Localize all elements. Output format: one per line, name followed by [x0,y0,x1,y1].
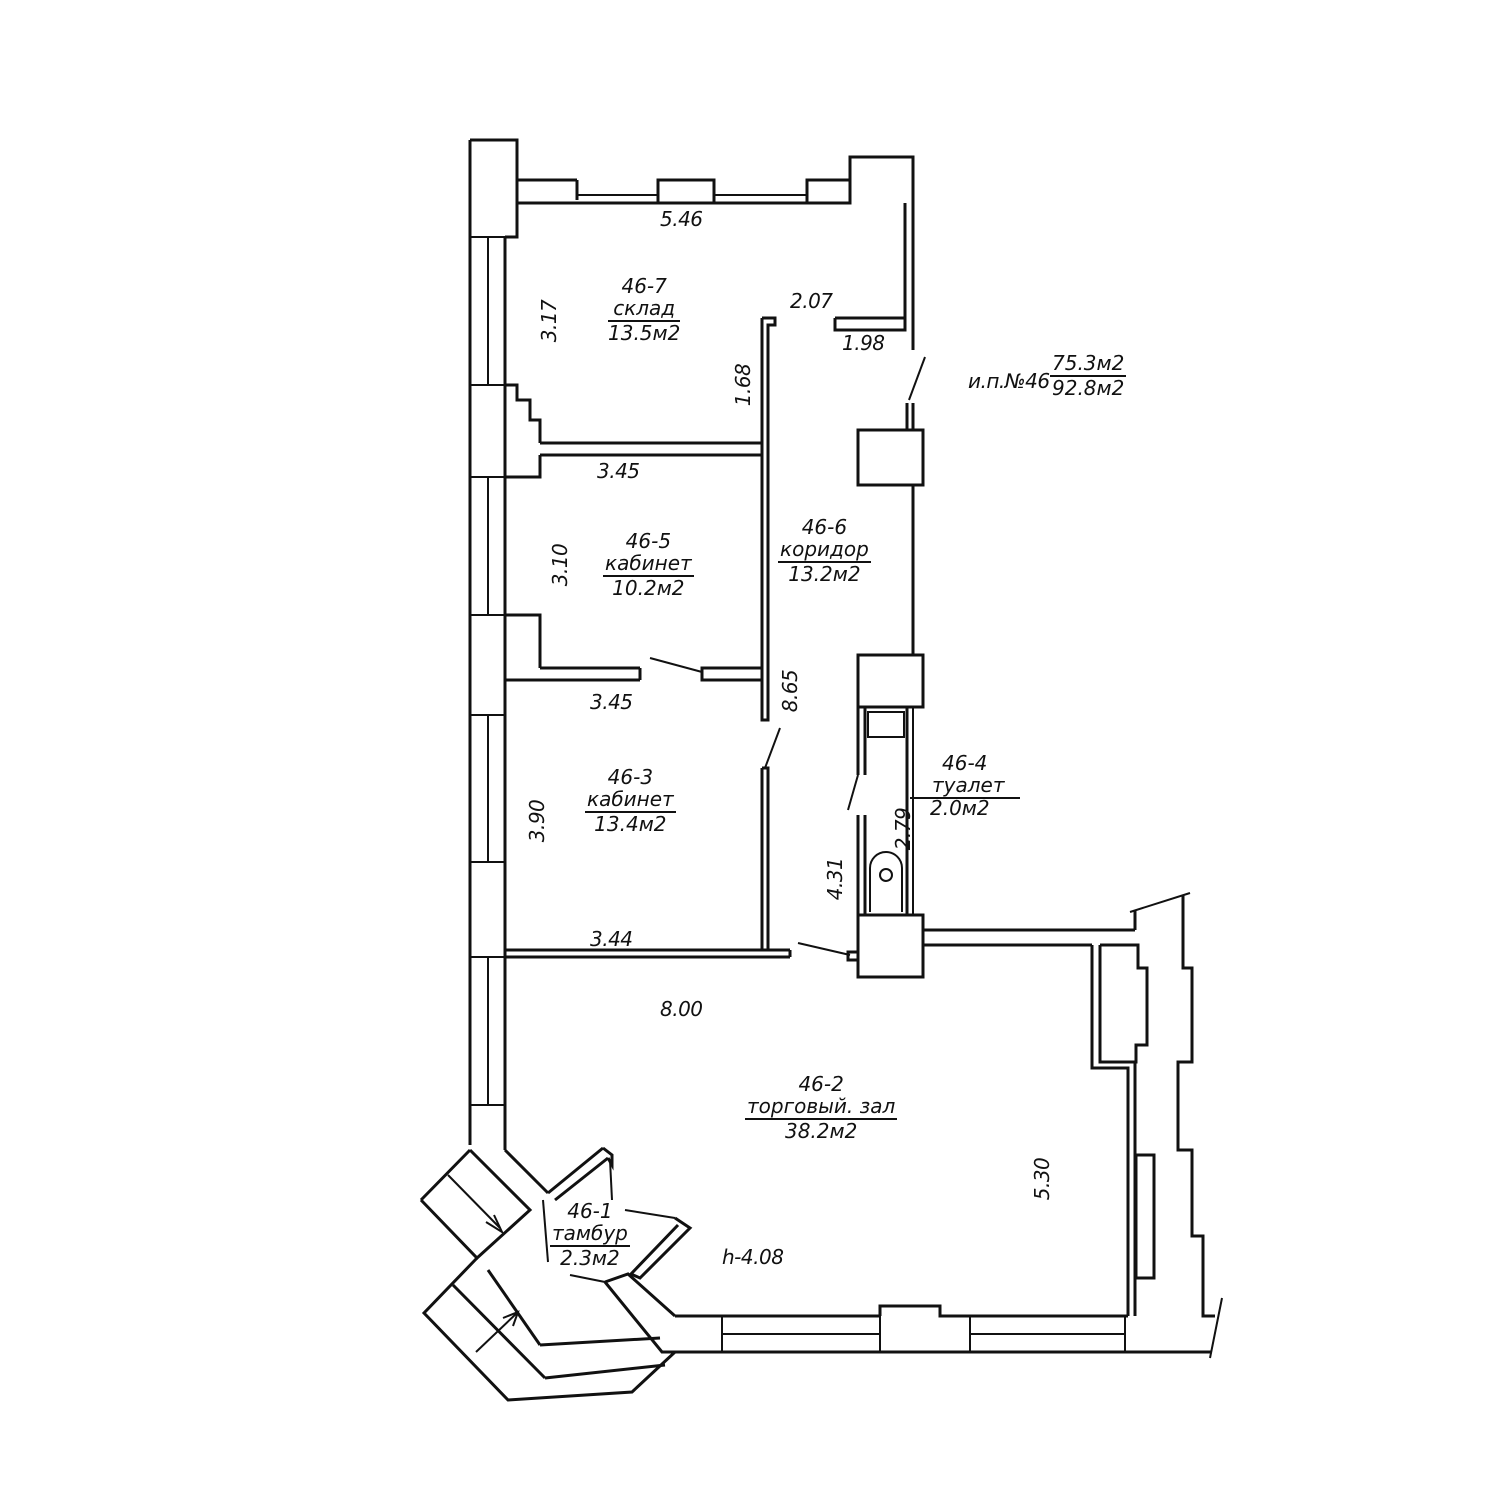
room-name: склад [608,297,681,322]
room-name: кабинет [585,787,676,813]
dim-corridor-top: 2.07 [790,289,833,313]
room-name: коридор [778,537,871,563]
room-number: 46-1 [567,1199,613,1223]
room-area: 13.2м2 [788,562,861,586]
left-outer-wall [468,138,915,1150]
dim-office3-bottom: 3.44 [590,927,633,951]
bottom-wall [675,1304,1128,1354]
room-area: 2.0м2 [930,796,990,820]
room-area: 38.2м2 [784,1119,858,1143]
room-46-1-vestibule: 46-1 тамбур 2.3м2 [550,1200,630,1269]
room-area: 2.3м2 [560,1246,620,1270]
unit-area-primary: 75.3м2 [1050,351,1127,377]
room-46-2-sales-hall: 46-2 торговый. зал 38.2м2 [745,1072,898,1143]
room-name: торговый. зал [745,1094,898,1120]
room-46-5-office: 46-5 кабинет 10.2м2 [603,530,694,599]
hall-walls [503,892,1223,1359]
toilet-block [847,707,1020,979]
unit-area-fraction: 75.3м2 92.8м2 [1050,351,1127,400]
room-number: 46-5 [625,529,672,553]
internal-walls [505,316,860,962]
room-name: тамбур [550,1221,630,1247]
dim-office5-top: 3.45 [597,459,640,483]
dim-corridor-length: 8.65 [778,669,802,713]
dim-storage-height: 3.17 [537,299,561,343]
unit-label: и.п.№46 [968,369,1050,393]
unit-area-total: 92.8м2 [1052,376,1125,400]
room-number: 46-2 [798,1072,844,1096]
room-area: 13.4м2 [594,812,667,836]
dim-storage-inner-height: 1.68 [731,363,755,407]
entrance-vestibule [419,1146,693,1402]
dim-storage-width: 5.46 [660,207,703,231]
room-number: 46-7 [621,274,667,298]
room-area: 13.5м2 [608,321,681,345]
top-wall [515,178,852,205]
room-number: 46-3 [607,765,654,789]
dim-office5-bottom: 3.45 [590,690,633,714]
dim-storage-door: 1.98 [842,331,885,355]
room-46-3-office: 46-3 кабинет 13.4м2 [585,766,676,835]
dim-office5-height: 3.10 [548,543,572,587]
corridor-right-wall [833,203,926,709]
room-name: туалет [932,773,1005,797]
room-46-7-storage: 46-7 склад 13.5м2 [608,274,681,345]
room-area: 10.2м2 [612,576,685,600]
dim-toilet-length: 2.79 [891,807,915,851]
dim-corridor-lower: 4.31 [823,857,847,901]
room-46-4-toilet: 46-4 туалет 2.0м2 [930,752,1006,819]
room-number: 46-6 [801,515,848,539]
room-name: кабинет [603,551,694,577]
room-46-6-corridor: 46-6 коридор 13.2м2 [778,516,871,585]
dim-hall-height: 5.30 [1030,1157,1054,1201]
ceiling-height-label: h-4.08 [722,1245,784,1269]
room-number: 46-4 [942,751,988,775]
dim-office3-height: 3.90 [525,799,549,843]
dim-hall-width: 8.00 [660,997,703,1021]
